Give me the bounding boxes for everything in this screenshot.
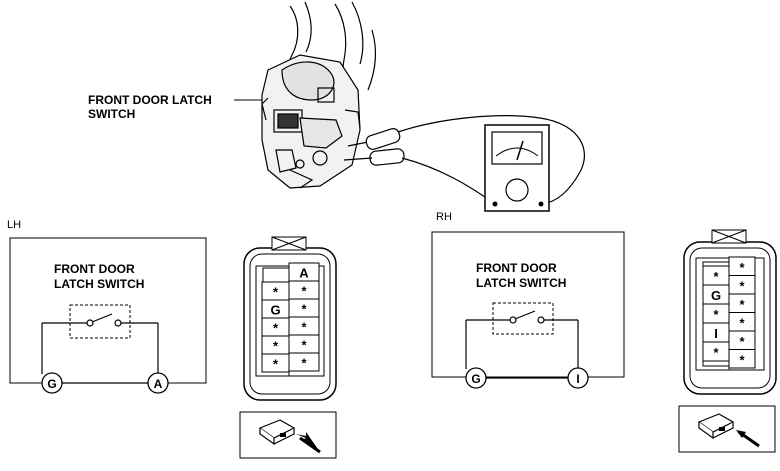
lh-terminal-a-circle bbox=[147, 372, 169, 394]
connector-pin-label: * bbox=[739, 297, 745, 312]
rh-view-direction bbox=[678, 405, 776, 453]
top-callout-line2: SWITCH bbox=[88, 107, 135, 121]
ohmmeter bbox=[484, 124, 550, 212]
connector-pin-label: * bbox=[713, 269, 719, 284]
connector-pin-label: * bbox=[301, 302, 307, 317]
connector-pin-label: A bbox=[299, 266, 309, 281]
rh-connector-left-column: * G * I * bbox=[702, 265, 730, 362]
lh-terminal-g-circle bbox=[41, 372, 63, 394]
connector-pin-label: * bbox=[273, 321, 279, 336]
door-latch-illustration bbox=[261, 1, 377, 189]
rh-switch-label-line1: FRONT DOOR bbox=[476, 261, 557, 275]
connector-pin-cell bbox=[702, 341, 730, 362]
connector-pin-label: * bbox=[713, 345, 719, 360]
connector-pin-cell bbox=[261, 353, 290, 373]
lh-terminal-a: A bbox=[154, 377, 163, 391]
lh-side-label: LH bbox=[7, 219, 21, 231]
connector-pin-label: * bbox=[273, 339, 279, 354]
probe-lead-upper bbox=[397, 115, 585, 205]
rh-terminal-g: G bbox=[471, 372, 480, 386]
connector-pin-label: * bbox=[301, 284, 307, 299]
connector-pin-label: * bbox=[301, 320, 307, 335]
lh-connector-left-column: * G * * * bbox=[261, 281, 290, 373]
rh-terminal-g-circle bbox=[465, 367, 487, 389]
connector-pin-label: I bbox=[714, 326, 718, 341]
rh-terminal-i-circle bbox=[567, 367, 589, 389]
connector-pin-label: * bbox=[713, 307, 719, 322]
connector-pin-label: * bbox=[739, 260, 745, 275]
rh-side-label: RH bbox=[436, 211, 452, 223]
lh-circuit-frame bbox=[9, 237, 207, 384]
connector-pin-label: * bbox=[273, 357, 279, 372]
lh-switch-label-line1: FRONT DOOR bbox=[54, 262, 135, 276]
connector-pin-label: * bbox=[739, 315, 745, 330]
lh-switch-box bbox=[69, 304, 131, 339]
rh-switch-box bbox=[492, 302, 554, 335]
connector-pin-label: * bbox=[301, 356, 307, 371]
connector-pin-label: * bbox=[739, 352, 745, 367]
lh-view-direction bbox=[239, 411, 337, 459]
rh-switch-label-line2: LATCH SWITCH bbox=[476, 276, 566, 290]
lh-terminal-g: G bbox=[47, 377, 56, 391]
connector-pin-label: * bbox=[739, 334, 745, 349]
rh-connector-right-column: * * * * * * bbox=[728, 256, 756, 369]
rh-circuit-frame bbox=[431, 231, 625, 378]
lh-switch-label-line2: LATCH SWITCH bbox=[54, 277, 144, 291]
rh-terminal-i: I bbox=[576, 372, 579, 386]
connector-pin-label: G bbox=[270, 303, 280, 318]
lh-switch-symbol bbox=[41, 313, 159, 384]
probe-lead-lower bbox=[401, 157, 496, 205]
tester-probes bbox=[343, 128, 405, 166]
connector-pin-label: G bbox=[711, 288, 721, 303]
connector-pin-label: * bbox=[739, 278, 745, 293]
rh-switch-symbol bbox=[465, 310, 579, 379]
top-callout-line1: FRONT DOOR LATCH bbox=[88, 93, 212, 107]
connector-pin-label: * bbox=[301, 338, 307, 353]
connector-pin-label: * bbox=[273, 285, 279, 300]
lh-connector-right-column: A * * * * * bbox=[288, 262, 320, 372]
